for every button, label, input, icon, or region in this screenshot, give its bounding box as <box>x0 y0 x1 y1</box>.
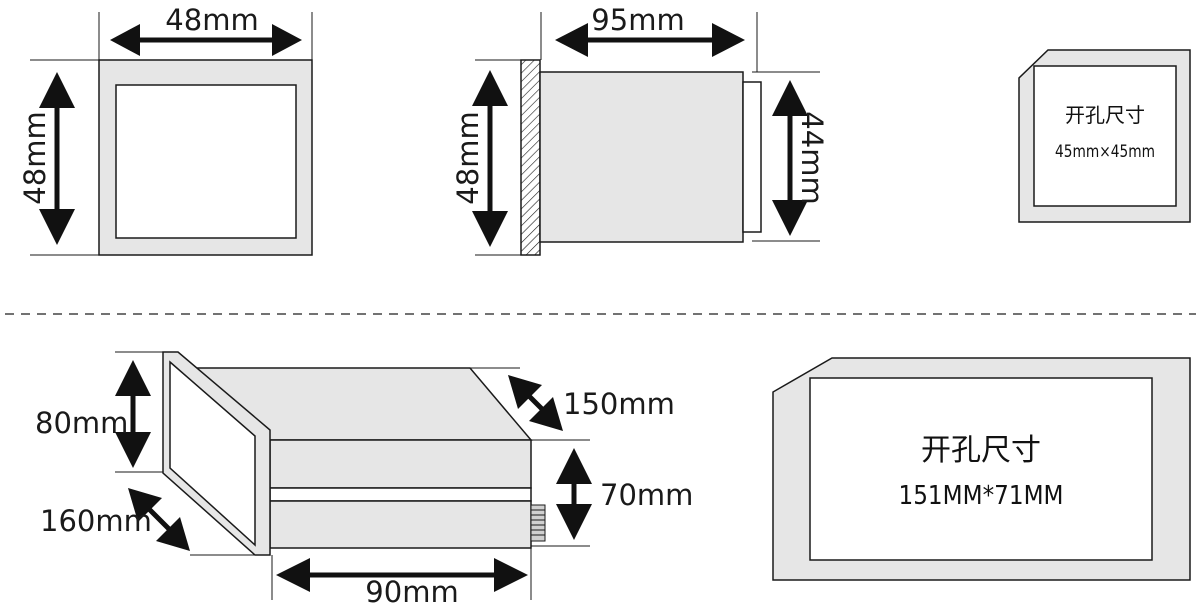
side-height-label: 48mm <box>451 111 485 204</box>
small-meter-front-view: 48mm 48mm <box>18 3 313 256</box>
body-height-arrow <box>556 448 592 540</box>
top-depth-arrow <box>508 375 563 431</box>
front-window <box>169 360 256 547</box>
front-height-label: 48mm <box>18 111 52 204</box>
side-depth-label: 95mm <box>591 3 684 37</box>
top-depth-label: 150mm <box>563 387 675 421</box>
width-arrow <box>110 24 302 56</box>
body-height-label: 70mm <box>600 478 693 512</box>
small-cutout-size: 45mm×45mm <box>1055 142 1155 162</box>
height-arrow <box>39 72 75 245</box>
front-bezel <box>520 59 541 256</box>
depth-arrow <box>555 23 745 57</box>
large-cutout-title: 开孔尺寸 <box>921 433 1041 468</box>
front-height-arrow <box>115 360 151 468</box>
body-depth-label: 90mm <box>365 575 458 609</box>
body-height-arrow <box>772 80 808 236</box>
front-width-label: 48mm <box>165 3 258 37</box>
front-width-arrow <box>128 488 190 551</box>
body-height-label: 44mm <box>795 111 829 204</box>
case-upper-body <box>269 439 532 489</box>
small-cutout-title: 开孔尺寸 <box>1065 103 1145 127</box>
large-meter-iso-view: 80mm 160mm 150mm 70mm 90mm <box>35 351 693 609</box>
small-cutout-box: 开孔尺寸 45mm×45mm <box>1018 49 1191 223</box>
meter-body <box>539 71 744 243</box>
body-depth-arrow <box>276 558 528 592</box>
case-lower-body <box>269 500 532 549</box>
rear-terminal <box>742 81 762 233</box>
front-width-label: 160mm <box>40 504 152 538</box>
large-cutout-box: 开孔尺寸 151MM*71MM <box>772 357 1191 581</box>
rear-terminals <box>530 504 546 542</box>
small-meter-side-view: 95mm 48mm 44mm <box>451 3 829 256</box>
front-height-label: 80mm <box>35 406 128 440</box>
side-height-arrow <box>472 70 508 247</box>
large-cutout-size: 151MM*71MM <box>899 481 1064 511</box>
